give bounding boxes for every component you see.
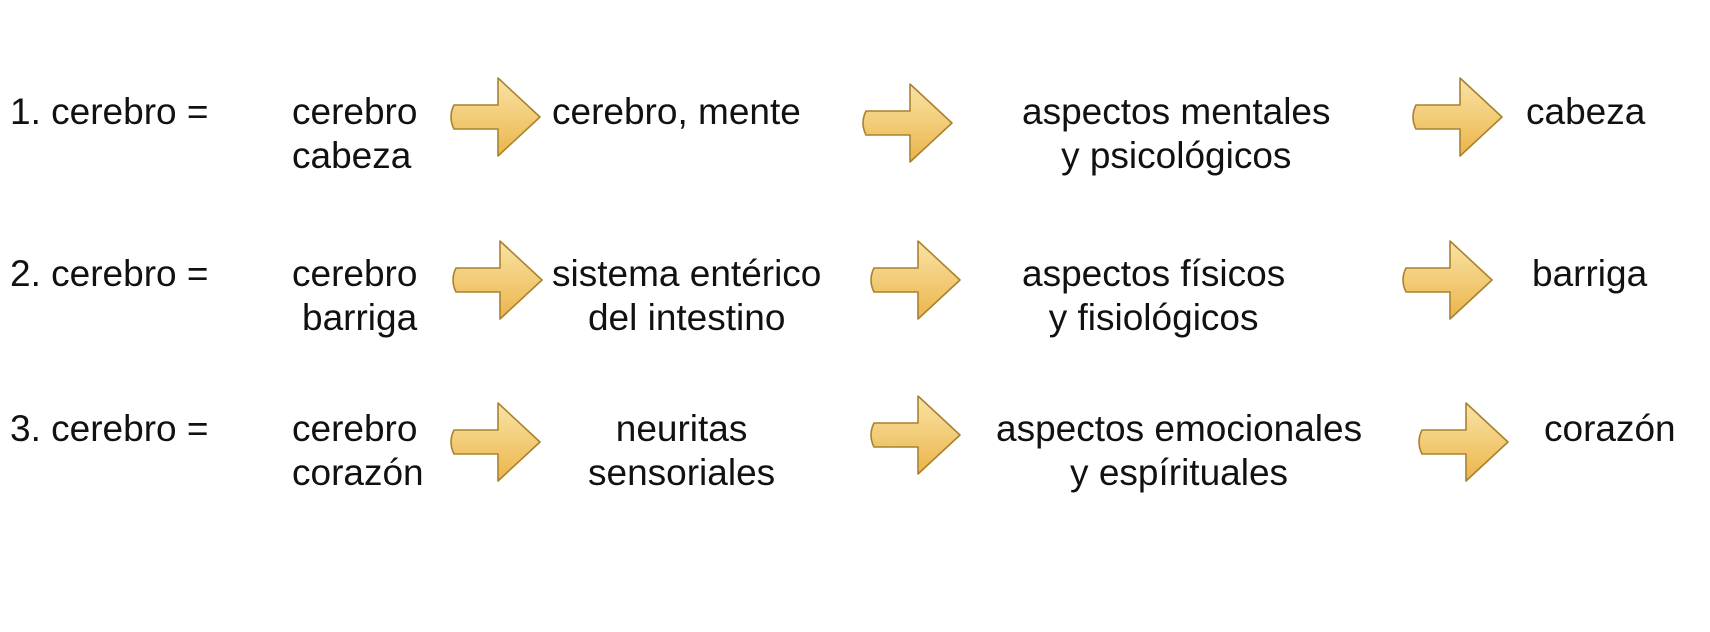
system-line-2: sensoriales [588,452,776,493]
system-line-2: del intestino [587,297,786,338]
pair-line-1: cerebro [292,91,418,132]
pair-line-1: cerebro [292,408,418,449]
arrow-right-icon [858,78,958,168]
arrow-right-icon [866,390,966,480]
nervous-system: cerebro, mente [552,90,801,134]
arrow-right-icon [1408,72,1508,162]
aspects-line-1: aspectos físicos [1022,253,1286,294]
aspects-line-2: y psicológicos [1061,135,1292,176]
pair-line-2: cabeza [292,135,412,176]
nervous-system: neuritas sensoriales [588,407,775,495]
brain-organ-pair: cerebro cabeza [292,90,417,178]
brain-organ-pair: cerebro barriga [292,252,417,340]
arrow-right-icon [1398,235,1498,325]
row-label: 1. cerebro = [10,91,209,132]
pair-line-1: cerebro [292,253,418,294]
arrow-right-icon [446,397,546,487]
system-line-1: neuritas [615,408,748,449]
aspects: aspectos emocionales y espírituales [996,407,1362,495]
aspects-line-1: aspectos emocionales [996,408,1363,449]
pair-line-2: corazón [292,452,424,493]
organ: corazón [1544,408,1676,449]
pair-line-2: barriga [302,297,418,338]
aspects-line-2: y espírituales [1070,452,1289,493]
arrow-right-icon [446,72,546,162]
row-3: 3. cerebro = cerebro corazón neuritas se… [0,407,1710,507]
aspects: aspectos físicos y fisiológicos [1022,252,1285,340]
row-1: 1. cerebro = cerebro cabeza cerebro, men… [0,90,1710,190]
arrow-right-icon [1414,397,1514,487]
arrow-right-icon [866,235,966,325]
row-label: 3. cerebro = [10,408,209,449]
brain-organ-pair: cerebro corazón [292,407,424,495]
nervous-system: sistema entérico del intestino [552,252,821,340]
system-line-1: cerebro, mente [552,91,801,132]
row-2: 2. cerebro = cerebro barriga sistema ent… [0,252,1710,352]
aspects-line-2: y fisiológicos [1048,297,1259,338]
aspects: aspectos mentales y psicológicos [1022,90,1331,178]
system-line-1: sistema entérico [552,253,822,294]
row-label: 2. cerebro = [10,253,209,294]
aspects-line-1: aspectos mentales [1022,91,1331,132]
arrow-right-icon [448,235,548,325]
organ: barriga [1532,253,1648,294]
organ: cabeza [1526,91,1646,132]
